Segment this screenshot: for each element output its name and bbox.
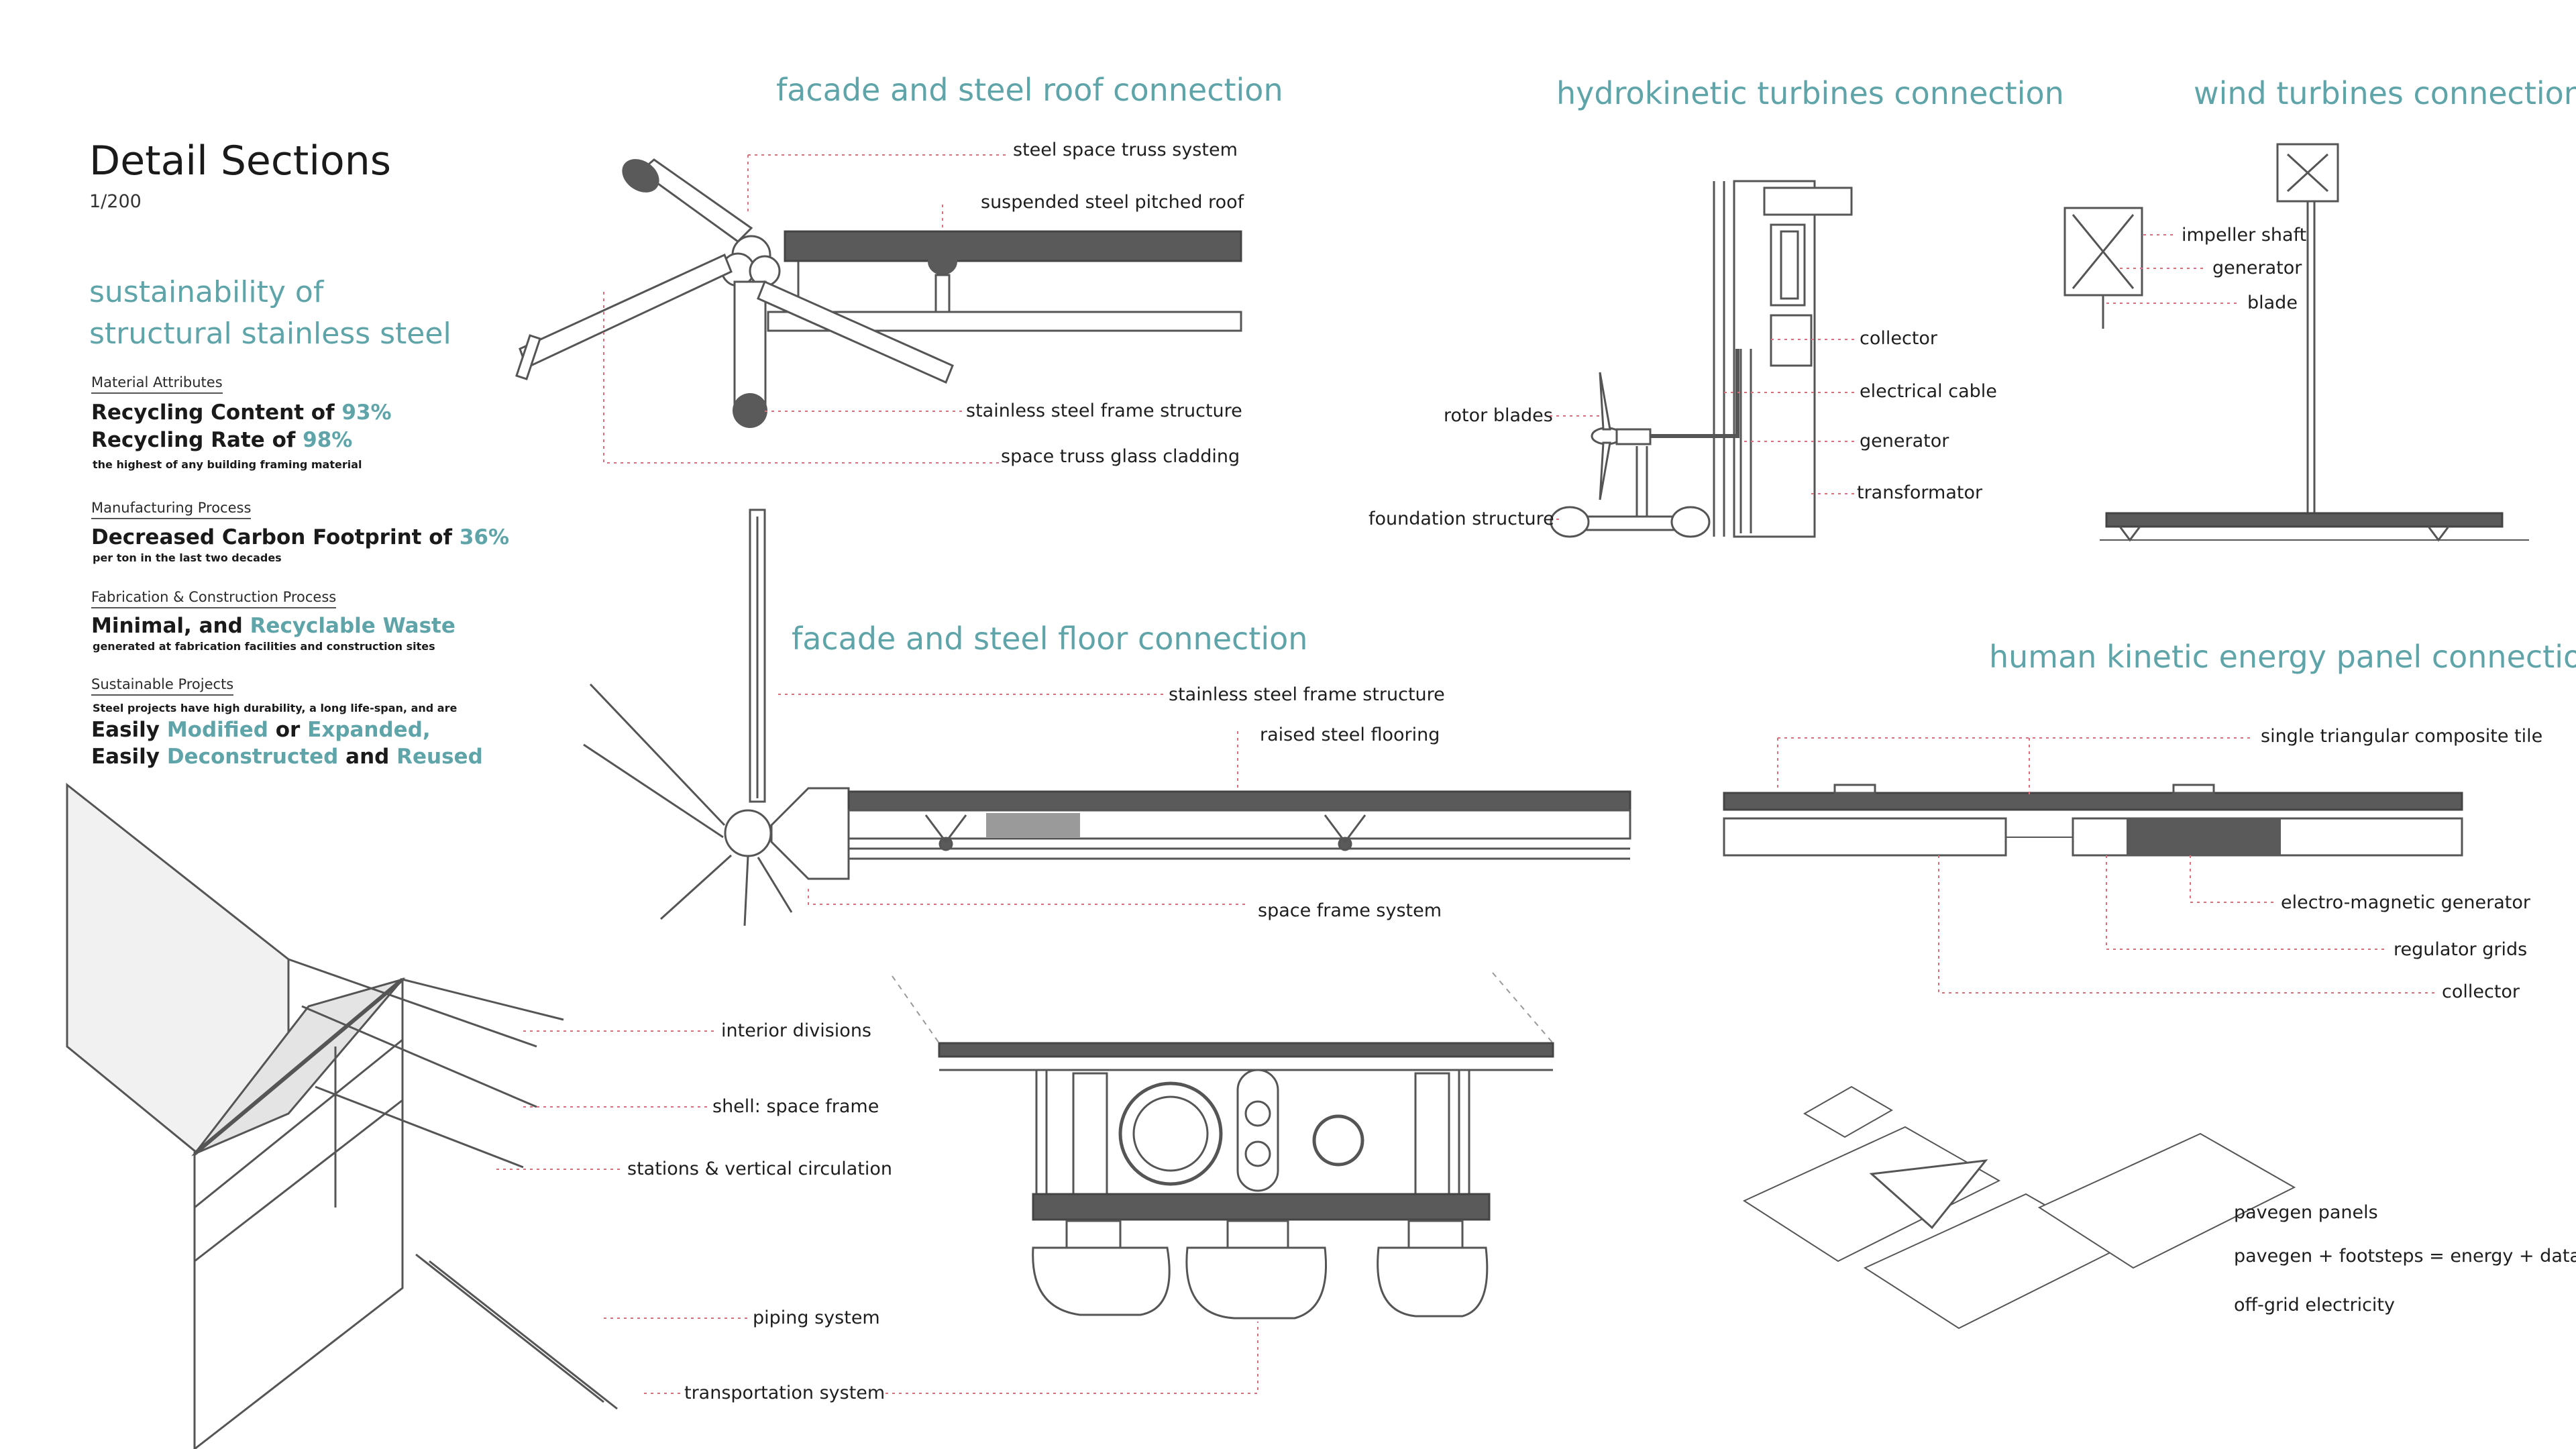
floor-enlargement-drawing [892,972,1554,1320]
wind-label-generator: generator [2212,258,2302,278]
waste-text: Minimal, and [91,614,250,638]
hydro-label-generator: generator [1860,431,1949,451]
wind-section-title: wind turbines connection [2194,75,2576,111]
sustainability-heading-line1: sustainability of [89,275,324,309]
roof-section-title: facade and steel roof connection [776,72,1283,108]
manufacturing-note: per ton in the last two decades [93,551,282,564]
hydro-label-collector: collector [1860,328,1938,349]
hydro-label-foundation: foundation structure [1368,508,1554,529]
recycling-rate-value: 98% [303,428,353,452]
projects-l1-d: Expanded, [307,718,431,742]
floor-label-spaceframe: space frame system [1258,900,1442,921]
carbon-footprint-value: 36% [459,525,510,549]
wind-turbine-drawing [2063,143,2529,542]
recycling-content-value: 93% [341,400,392,425]
projects-l2-c: and [338,745,397,769]
axon-label-shell: shell: space frame [712,1096,879,1117]
hydro-label-cable: electrical cable [1860,381,1997,402]
recycling-rate-text: Recycling Rate of [91,428,303,452]
projects-l1-b: Modified [166,718,268,742]
roof-connection-drawing [515,158,1242,428]
material-note: the highest of any building framing mate… [93,458,362,471]
projects-line1: Easily Modified or Expanded, [91,718,431,742]
projects-l1-a: Easily [91,718,167,742]
kinetic-label-tile: single triangular composite tile [2261,726,2543,747]
kinetic-label-grids: regulator grids [2394,939,2528,960]
fabrication-note: generated at fabrication facilities and … [93,640,435,653]
projects-line2: Easily Deconstructed and Reused [91,745,483,769]
pavegen-drawing [1742,1085,2296,1330]
projects-l2-a: Easily [91,745,167,769]
scale-label: 1/200 [89,191,142,212]
axon-label-piping: piping system [753,1307,880,1328]
roof-label-pitched: suspended steel pitched roof [981,192,1244,213]
manufacturing-caption: Manufacturing Process [91,500,252,519]
roof-label-frame: stainless steel frame structure [966,400,1242,421]
wind-label-shaft: impeller shaft [2182,225,2307,246]
axon-label-stations: stations & vertical circulation [627,1159,893,1179]
hydro-section-title: hydrokinetic turbines connection [1556,75,2064,111]
hydro-label-transformator: transformator [1857,482,1983,503]
recycling-rate: Recycling Rate of 98% [91,428,352,452]
hydro-label-rotor: rotor blades [1444,405,1553,426]
floor-label-frame: stainless steel frame structure [1169,684,1445,705]
pavegen-label-panels: pavegen panels [2234,1202,2378,1223]
carbon-footprint: Decreased Carbon Footprint of 36% [91,525,509,549]
axonometric-drawing [66,782,618,1449]
page-title: Detail Sections [89,138,391,184]
hydro-turbine-drawing [1550,180,1853,538]
projects-note: Steel projects have high durability, a l… [93,702,458,714]
kinetic-panel-drawing [1723,784,2463,857]
kinetic-label-generator: electro-magnetic generator [2281,892,2530,913]
pavegen-label-energy: pavegen + footsteps = energy + data [2234,1246,2576,1267]
recycling-content-text: Recycling Content of [91,400,342,425]
kinetic-section-title: human kinetic energy panel connection [1989,639,2576,675]
projects-l2-b: Deconstructed [166,745,339,769]
material-caption: Material Attributes [91,374,223,394]
waste-line: Minimal, and Recyclable Waste [91,614,455,638]
projects-l1-c: or [268,718,308,742]
roof-label-cladding: space truss glass cladding [1001,446,1240,467]
projects-l2-d: Reused [396,745,483,769]
axon-label-transport: transportation system [684,1383,885,1403]
roof-label-truss: steel space truss system [1013,140,1238,160]
carbon-footprint-text: Decreased Carbon Footprint of [91,525,460,549]
sustainability-heading-line2: structural stainless steel [89,317,451,351]
floor-section-title: facade and steel floor connection [792,621,1308,657]
pavegen-label-offgrid: off-grid electricity [2234,1295,2395,1316]
floor-label-flooring: raised steel flooring [1260,724,1440,745]
sustainability-heading: sustainability of structural stainless s… [89,272,559,355]
fabrication-caption: Fabrication & Construction Process [91,589,337,608]
projects-caption: Sustainable Projects [91,676,234,696]
kinetic-label-collector: collector [2442,981,2520,1002]
wind-label-blade: blade [2247,292,2298,313]
recycling-content: Recycling Content of 93% [91,400,392,425]
floor-connection-drawing [583,508,1631,926]
waste-value: Recyclable Waste [250,614,455,638]
axon-label-interior: interior divisions [721,1020,872,1041]
